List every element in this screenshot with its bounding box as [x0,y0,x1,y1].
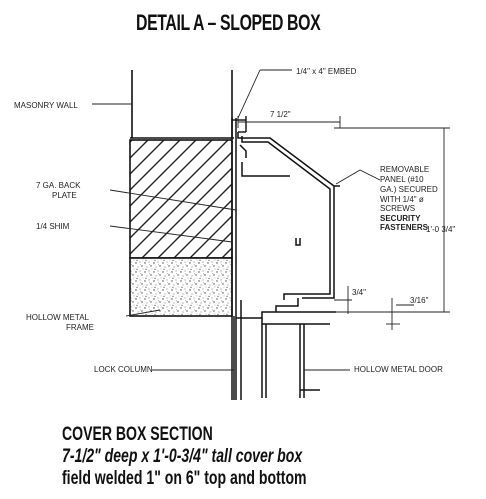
embed-plate [232,116,247,133]
label-hollow-frame-1: HOLLOW METAL [26,313,90,322]
label-height: 1'-0 3/4" [426,225,455,234]
caption-welding: field welded 1" on 6" top and bottom [62,468,307,489]
label-panel-2: PANEL (#10 [380,175,424,184]
label-lock-column: LOCK COLUMN [94,365,153,374]
label-shim: 1/4 SHIM [36,222,70,231]
label-depth: 7 1/2" [270,110,291,119]
hollow-metal-frame [129,257,233,317]
caption-dimensions: 7-1/2" deep x 1'-0-3/4" tall cover box [62,446,303,467]
label-panel-3: GA.) SECURED [380,185,438,194]
label-masonry-wall: MASONRY WALL [14,101,78,110]
lock-column [231,118,242,400]
door-section [236,311,336,398]
label-embed: 1/4" x 4" EMBED [296,67,357,76]
sloped-cover-box [237,132,340,312]
label-hollow-frame-2: FRAME [66,323,94,332]
label-back-plate-2: PLATE [52,191,77,200]
label-back-plate-1: 7 GA. BACK [36,181,81,190]
label-three-sixteenth: 3/16" [410,296,429,305]
drawing-title: DETAIL A – SLOPED BOX [136,10,321,35]
label-panel-1: REMOVABLE [380,165,429,174]
label-hollow-door: HOLLOW METAL DOOR [354,365,443,374]
caption-title: COVER BOX SECTION [62,424,213,445]
label-three-quarter: 3/4" [352,288,366,297]
label-panel-7: FASTENERS [380,223,429,232]
masonry-wall [130,70,234,139]
label-panel-4: WITH 1/4" ø [380,195,424,204]
callouts: 1/4" x 4" EMBED MASONRY WALL 7 1/2" 7 GA… [14,67,455,374]
label-panel-5: SCREWS [380,204,415,213]
label-panel-6: SECURITY [380,214,421,223]
leader-lines [92,69,381,371]
